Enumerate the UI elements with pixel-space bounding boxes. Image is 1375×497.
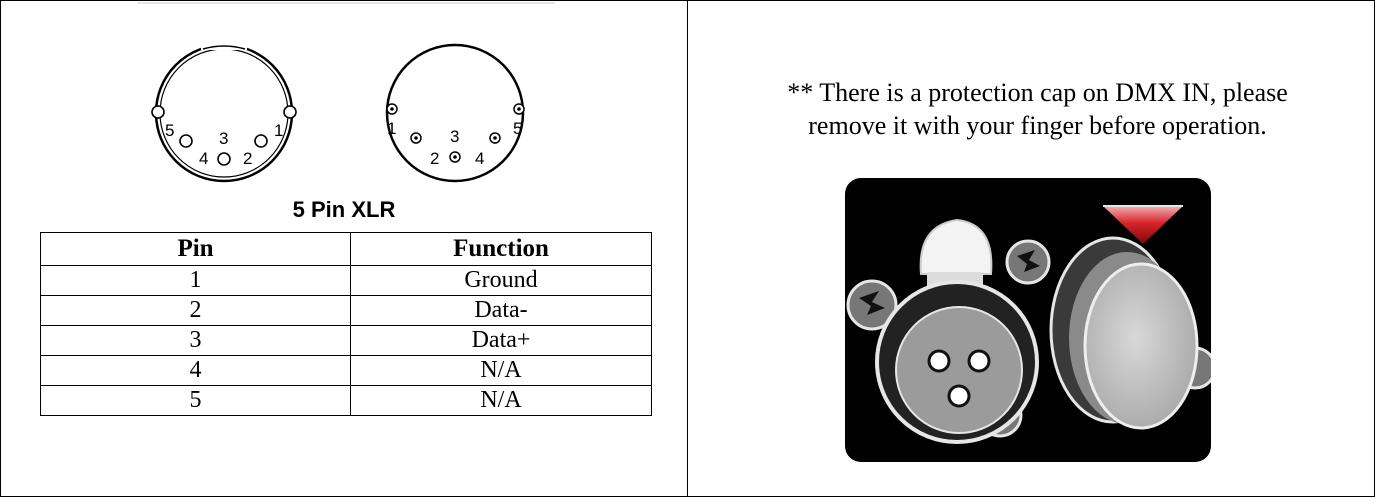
male-xlr-connector: 1 3 5 2 4 (385, 43, 525, 183)
xlr-pinout-diagram: 5 3 1 4 2 1 3 5 2 4 (151, 40, 525, 183)
function-cell: N/A (350, 385, 652, 416)
table-header-row: Pin Function (40, 232, 652, 266)
female-pin-2-label: 2 (243, 149, 252, 168)
screw-icon (846, 279, 898, 331)
red-arrow-icon (1103, 206, 1183, 244)
table-row: 2 Data- (40, 295, 652, 326)
xlr-caption: 5 Pin XLR (292, 197, 396, 222)
male-pin-4-label: 4 (475, 149, 484, 168)
top-rule (137, 2, 555, 4)
pin-cell: 1 (40, 265, 351, 296)
function-cell: Data+ (350, 325, 652, 356)
function-column-header: Function (350, 232, 652, 266)
male-pin-1-label: 1 (387, 119, 396, 138)
male-pin-5-label: 5 (513, 119, 522, 138)
male-pin-2-label: 2 (430, 149, 439, 168)
dmx-connector-photo (845, 178, 1211, 462)
pin-cell: 5 (40, 385, 351, 416)
table-row: 3 Data+ (40, 325, 652, 356)
female-pin-3-label: 3 (219, 129, 228, 148)
pin-column-header: Pin (40, 232, 351, 266)
female-pin-4-label: 4 (199, 149, 208, 168)
column-divider (687, 0, 688, 497)
dmx-connector-illustration (846, 205, 1211, 444)
male-pin-3-label: 3 (450, 127, 459, 146)
protection-cap (1049, 236, 1199, 430)
note-line-1: ** There is a protection cap on DMX IN, … (787, 78, 1288, 107)
function-cell: Data- (350, 295, 652, 326)
table-row: 4 N/A (40, 355, 652, 386)
pin-function-table: Pin Function 1 Ground 2 Data- 3 Data+ 4 … (40, 232, 652, 416)
function-cell: Ground (350, 265, 652, 296)
table-row: 1 Ground (40, 265, 652, 296)
pin-cell: 3 (40, 325, 351, 356)
function-cell: N/A (350, 355, 652, 386)
female-pin-5-label: 5 (165, 121, 174, 140)
screw-icon (1005, 239, 1051, 285)
protection-cap-note: ** There is a protection cap on DMX IN, … (700, 76, 1375, 142)
pin-cell: 4 (40, 355, 351, 386)
table-row: 5 N/A (40, 385, 652, 416)
note-line-2: remove it with your finger before operat… (808, 111, 1267, 140)
female-xlr-connector: 5 3 1 4 2 (151, 40, 297, 183)
xlr-socket (875, 218, 1039, 444)
female-pin-1-label: 1 (274, 121, 283, 140)
pin-cell: 2 (40, 295, 351, 326)
